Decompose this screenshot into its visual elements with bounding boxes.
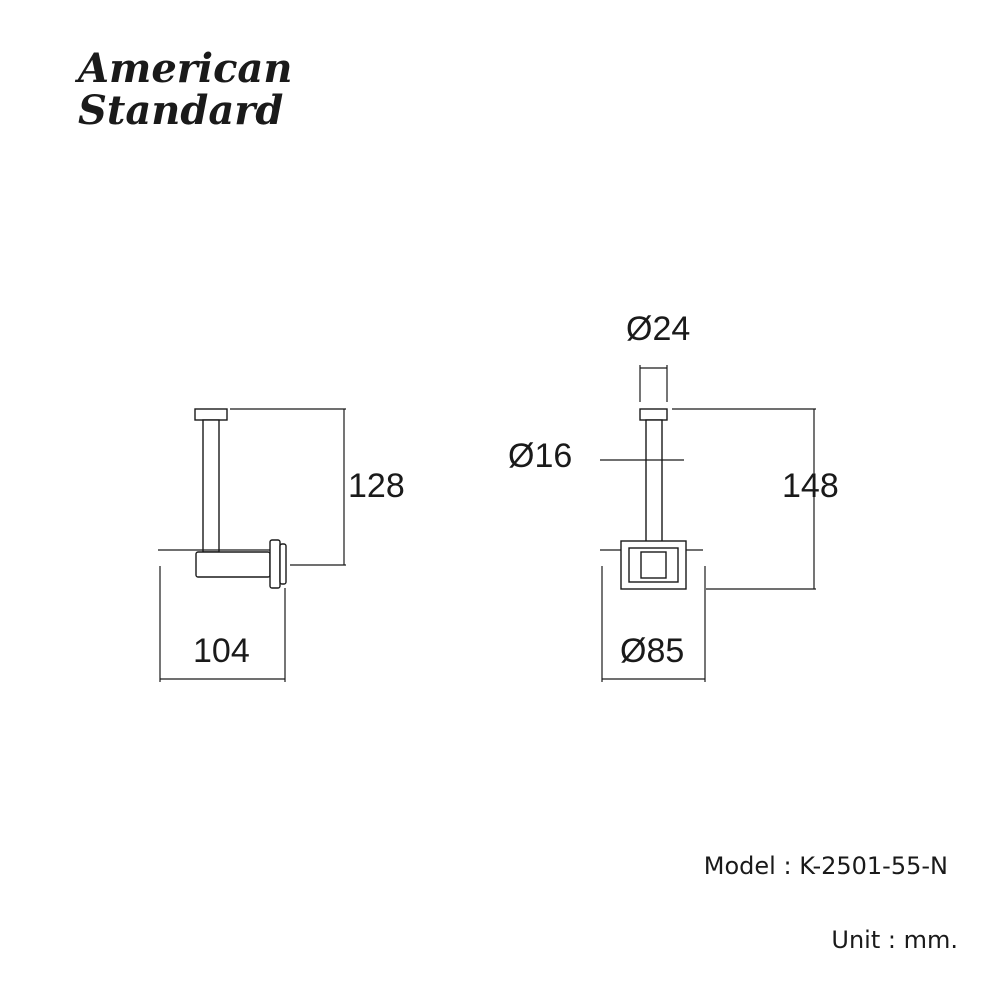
model-separator: : (783, 852, 792, 880)
brand-logo: American Standard (74, 45, 292, 134)
brand-logo-line2: Standard (78, 87, 283, 134)
unit-info: Unit : mm. (831, 926, 958, 954)
side-view-flange (269, 539, 281, 589)
unit-value: mm. (903, 926, 958, 954)
unit-separator: : (887, 926, 896, 954)
front-view-cap-diameter-label: Ø24 (626, 310, 690, 348)
side-view-arm (195, 551, 271, 578)
model-label: Model (703, 852, 776, 880)
front-view-height-label: 148 (782, 467, 839, 505)
model-value: K-2501-55-N (799, 852, 948, 880)
model-info: Model : K-2501-55-N (704, 852, 948, 880)
front-view-cap (639, 408, 668, 421)
brand-logo-line1: American (74, 45, 292, 92)
side-view: 128 104 (158, 408, 405, 682)
front-view-rod-diameter-label: Ø16 (508, 437, 572, 475)
side-view-height-label: 128 (348, 467, 405, 505)
front-view: Ø24 Ø16 148 Ø85 (508, 310, 839, 682)
front-view-rod (645, 419, 663, 553)
front-view-base-diameter-label: Ø85 (620, 632, 684, 670)
unit-label: Unit (831, 926, 881, 954)
side-view-width-label: 104 (193, 632, 250, 670)
side-view-flange-back (279, 543, 287, 585)
side-view-cap (194, 408, 228, 421)
side-view-rod (202, 419, 220, 553)
front-view-base-core (640, 551, 667, 579)
